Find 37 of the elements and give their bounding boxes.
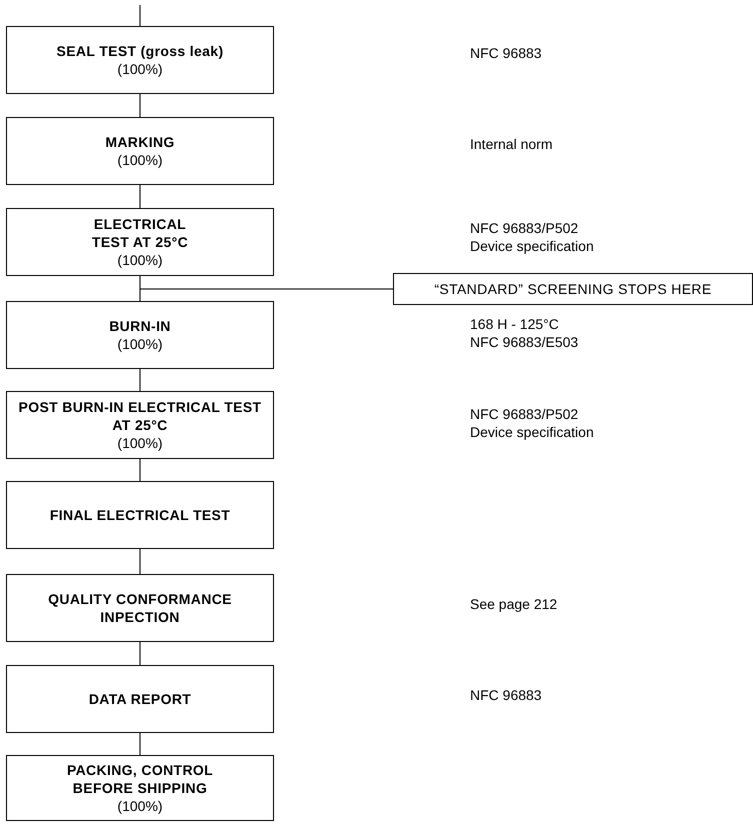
process-box <box>6 117 274 185</box>
process-box <box>6 481 274 549</box>
process-box <box>6 665 274 733</box>
process-box <box>6 301 274 369</box>
connector-line <box>140 288 394 290</box>
reference-note: NFC 96883 <box>470 686 542 704</box>
reference-note: Device specification <box>470 237 594 255</box>
step-coverage: (100%) <box>117 797 163 815</box>
reference-note: NFC 96883/P502 <box>470 219 578 237</box>
process-box <box>6 26 274 94</box>
step-coverage: (100%) <box>117 335 163 353</box>
step-coverage: (100%) <box>117 151 163 169</box>
step-title: POST BURN-IN ELECTRICAL TEST AT 25°C <box>18 398 262 434</box>
reference-note: NFC 96883/E503 <box>470 333 578 351</box>
step-title: BURN-IN <box>109 317 171 335</box>
reference-note: NFC 96883/P502 <box>470 405 578 423</box>
step-title: QUALITY CONFORMANCE INPECTION <box>47 590 233 626</box>
process-box <box>6 755 274 821</box>
step-title: SEAL TEST (gross leak) <box>56 42 224 60</box>
step-title: MARKING <box>105 133 175 151</box>
reference-note: See page 212 <box>470 595 558 613</box>
reference-note: Internal norm <box>470 135 552 153</box>
process-box <box>6 574 274 642</box>
step-title: ELECTRICAL TEST AT 25°C <box>90 215 190 251</box>
process-box <box>6 208 274 276</box>
reference-note: NFC 96883 <box>470 44 542 62</box>
step-title: FINAL ELECTRICAL TEST <box>50 506 230 524</box>
note-box <box>393 273 753 305</box>
process-box <box>6 391 274 459</box>
step-coverage: (100%) <box>117 60 163 78</box>
step-coverage: (100%) <box>117 434 163 452</box>
step-title: “STANDARD” SCREENING STOPS HERE <box>434 280 712 298</box>
reference-note: Device specification <box>470 423 594 441</box>
step-title: DATA REPORT <box>88 690 192 708</box>
reference-note: 168 H - 125°C <box>470 315 559 333</box>
step-title: PACKING, CONTROL BEFORE SHIPPING <box>66 761 214 797</box>
step-coverage: (100%) <box>117 251 163 269</box>
